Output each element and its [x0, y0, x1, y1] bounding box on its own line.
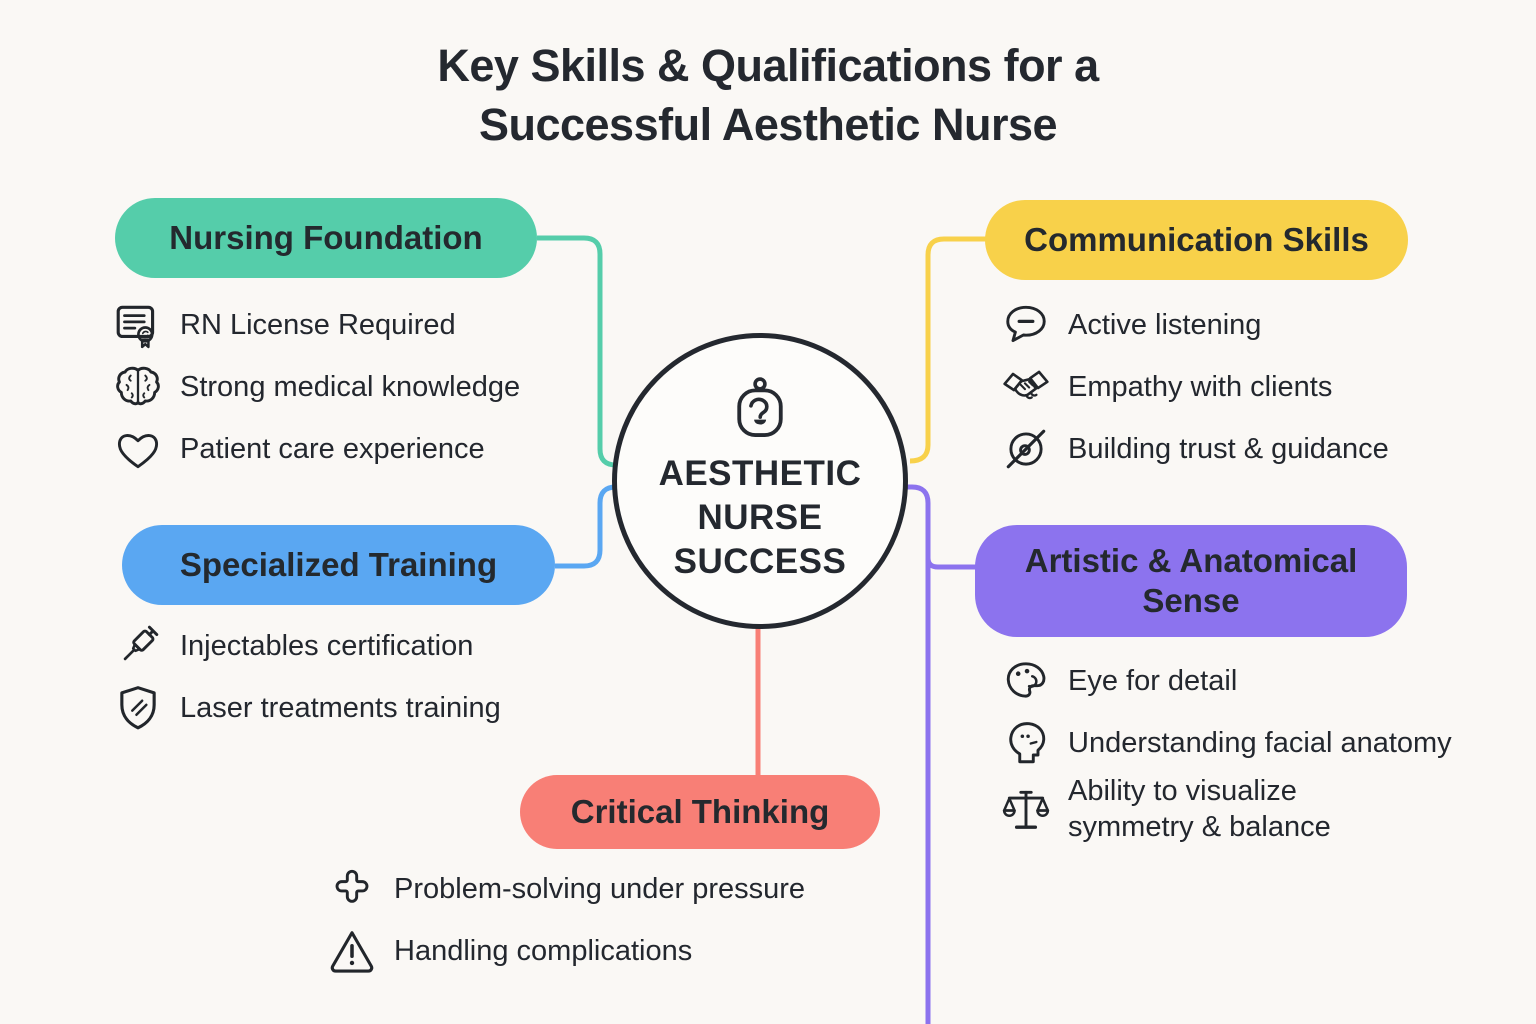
item-label: Active listening	[1068, 308, 1262, 341]
item-label: Laser treatments training	[180, 691, 501, 724]
palette-icon	[1000, 655, 1052, 707]
item-label: Building trust & guidance	[1068, 432, 1389, 465]
item-label: Handling complications	[394, 934, 693, 967]
section-label: Communication Skills	[1024, 221, 1369, 259]
list-item: Understanding facial anatomy	[1000, 712, 1452, 774]
artistic-anatomical-items: Eye for detail Understanding facial anat…	[1000, 650, 1452, 846]
certificate-icon	[112, 299, 164, 351]
warning-icon	[326, 925, 378, 977]
connector-communication	[909, 236, 986, 464]
shield-icon	[112, 682, 164, 734]
communication-skills-items: Active listening Empathy with clients	[1000, 294, 1389, 480]
nursing-foundation-items: RN License Required Strong medical knowl…	[112, 294, 520, 480]
item-label: Injectables certification	[180, 629, 474, 662]
puzzle-icon	[326, 863, 378, 915]
section-label: Nursing Foundation	[169, 219, 483, 257]
page-title: Key Skills & Qualifications for a Succes…	[437, 40, 1099, 151]
section-label: Specialized Training	[179, 546, 498, 584]
list-item: Building trust & guidance	[1000, 418, 1389, 480]
list-item: Patient care experience	[112, 418, 520, 480]
balance-scale-icon	[1000, 784, 1052, 836]
connector-artistic	[904, 484, 931, 1024]
list-item: Ability to visualize symmetry & balance	[1000, 774, 1452, 846]
section-pill-specialized-training: Specialized Training	[122, 525, 555, 605]
syringe-icon	[112, 620, 164, 672]
item-label: Ability to visualize symmetry & balance	[1068, 775, 1331, 843]
section-pill-nursing-foundation: Nursing Foundation	[115, 198, 537, 278]
item-label: Eye for detail	[1068, 664, 1238, 697]
item-label: Problem-solving under pressure	[394, 872, 806, 905]
brain-icon	[112, 361, 164, 413]
list-item: Eye for detail	[1000, 650, 1452, 712]
connector-specialized	[555, 484, 617, 569]
item-label: Empathy with clients	[1068, 370, 1333, 403]
list-item: Problem-solving under pressure	[326, 858, 805, 920]
connector-artistic-branch	[925, 557, 976, 570]
center-label: AESTHETIC NURSE SUCCESS	[658, 454, 862, 582]
item-label: Understanding facial anatomy	[1068, 726, 1452, 759]
connector-nursing	[537, 235, 617, 468]
speech-bubble-icon	[1000, 299, 1052, 351]
center-node: AESTHETIC NURSE SUCCESS	[612, 333, 908, 629]
item-label: Strong medical knowledge	[180, 370, 521, 403]
hand-mirror-icon	[737, 377, 783, 437]
handshake-icon	[1000, 361, 1052, 413]
item-label: Patient care experience	[180, 432, 485, 465]
list-item: RN License Required	[112, 294, 520, 356]
section-label: Critical Thinking	[570, 793, 830, 831]
section-pill-critical-thinking: Critical Thinking	[520, 775, 880, 849]
head-profile-icon	[1000, 717, 1052, 769]
list-item: Strong medical knowledge	[112, 356, 520, 418]
section-pill-communication-skills: Communication Skills	[985, 200, 1408, 280]
list-item: Laser treatments training	[112, 677, 501, 739]
section-pill-artistic-anatomical-sense: Artistic & Anatomical Sense	[975, 525, 1407, 637]
compass-icon	[1000, 423, 1052, 475]
list-item: Injectables certification	[112, 615, 501, 677]
list-item: Handling complications	[326, 920, 805, 982]
critical-thinking-items: Problem-solving under pressure Handling …	[326, 858, 805, 982]
list-item: Empathy with clients	[1000, 356, 1389, 418]
item-label: RN License Required	[180, 308, 456, 341]
heart-icon	[112, 423, 164, 475]
specialized-training-items: Injectables certification Laser treatmen…	[112, 615, 501, 739]
list-item: Active listening	[1000, 294, 1389, 356]
section-label: Artistic & Anatomical Sense	[1024, 542, 1358, 619]
